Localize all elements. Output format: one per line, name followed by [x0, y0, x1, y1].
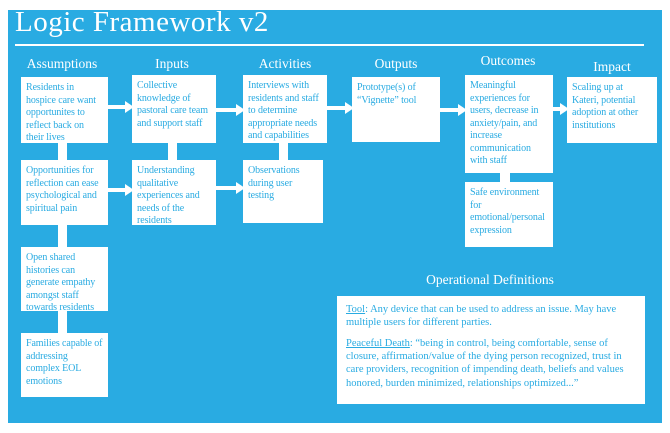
- definition-tool: Tool: Any device that can be used to add…: [346, 303, 636, 330]
- inputs-box-1: Collective knowledge of pastoral care te…: [132, 75, 216, 143]
- operational-definitions-box: Tool: Any device that can be used to add…: [337, 296, 645, 404]
- connector-line: [168, 143, 177, 160]
- connector-line: [58, 311, 67, 333]
- impact-box-1: Scaling up at Kateri, potential adoption…: [567, 77, 657, 143]
- flow-arrow-icon: [106, 101, 134, 113]
- column-header-assumptions: Assumptions: [26, 56, 98, 71]
- definition-text-peaceful-death: : “being in control, being comfortable, …: [346, 337, 624, 389]
- flow-arrow-icon: [438, 104, 467, 116]
- diagram-title: Logic Framework v2: [15, 6, 269, 38]
- outcomes-box-2: Safe environment for emotional/personal …: [465, 182, 553, 247]
- column-header-impact: Impact: [593, 59, 631, 74]
- flow-arrow-icon: [551, 103, 569, 115]
- flow-arrow-icon: [106, 184, 134, 196]
- connector-line: [58, 225, 67, 247]
- assumptions-box-2: Opportunities for reflection can ease ps…: [21, 160, 108, 225]
- flow-arrow-icon: [323, 102, 354, 114]
- assumptions-box-3: Open shared histories can generate empat…: [21, 247, 108, 313]
- column-header-outputs: Outputs: [374, 56, 418, 71]
- connector-line: [500, 173, 510, 182]
- definition-term-peaceful-death: Peaceful Death: [346, 337, 410, 349]
- outputs-box-1: Prototype(s) of “Vignette” tool: [352, 77, 440, 142]
- connector-line: [279, 143, 288, 160]
- title-underline: [15, 44, 644, 46]
- assumptions-box-4: Families capable of addressing complex E…: [21, 333, 108, 397]
- column-header-inputs: Inputs: [155, 56, 189, 71]
- inputs-box-2: Understanding qualitative experiences an…: [132, 160, 216, 226]
- flow-arrow-icon: [214, 104, 245, 116]
- definition-term-tool: Tool: [346, 304, 366, 315]
- outcomes-box-1: Meaningful experiences for users, decrea…: [465, 75, 553, 173]
- definition-peaceful-death: Peaceful Death: “being in control, being…: [346, 337, 636, 390]
- activities-box-2: Observations during user testing: [243, 160, 323, 223]
- flow-arrow-icon: [214, 182, 245, 194]
- column-header-activities: Activities: [258, 56, 312, 71]
- operational-definitions-title: Operational Definitions: [426, 272, 554, 287]
- connector-line: [58, 143, 67, 160]
- activities-box-1: Interviews with residents and staff to d…: [243, 75, 327, 143]
- definition-text-tool: : Any device that can be used to address…: [346, 304, 617, 329]
- assumptions-box-1: Residents in hospice care want opportuni…: [21, 77, 108, 143]
- column-header-outcomes: Outcomes: [480, 53, 536, 68]
